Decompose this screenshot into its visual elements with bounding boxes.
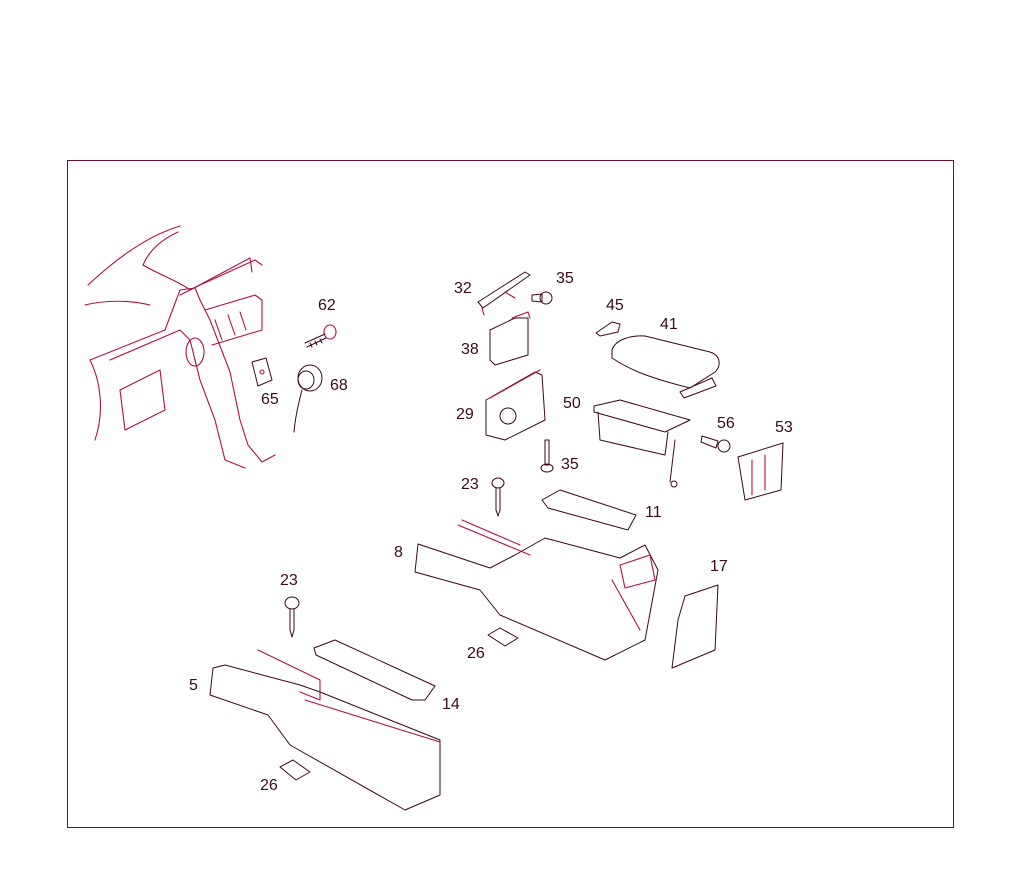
part-14-mat: [313, 639, 436, 701]
part-29-ashtray-unit: [485, 369, 546, 441]
part-68-socket: [293, 364, 323, 433]
callout-8[interactable]: 8: [394, 544, 403, 561]
callout-23-lower[interactable]: 23: [280, 572, 298, 589]
callout-38[interactable]: 38: [461, 341, 479, 358]
part-32-bracket: [477, 271, 531, 316]
callout-17[interactable]: 17: [710, 558, 728, 575]
callout-50[interactable]: 50: [563, 395, 581, 412]
part-17-side-panel: [671, 584, 719, 669]
part-5-console: [209, 649, 441, 811]
callout-26-upper[interactable]: 26: [467, 645, 485, 662]
part-53-cover-panel: [737, 442, 784, 501]
callout-14[interactable]: 14: [442, 696, 460, 713]
callout-35-top[interactable]: 35: [556, 270, 574, 287]
callout-65[interactable]: 65: [261, 391, 279, 408]
callout-26-lower[interactable]: 26: [260, 777, 278, 794]
callout-45[interactable]: 45: [606, 297, 624, 314]
callout-53[interactable]: 53: [775, 419, 793, 436]
part-35-screw-lower: [540, 439, 554, 473]
callout-29[interactable]: 29: [456, 406, 474, 423]
part-50-storage-tray: [593, 399, 691, 488]
part-41-armrest-lid: [611, 335, 720, 399]
diagram-frame: [67, 160, 954, 828]
part-26-clip-nut-upper: [487, 627, 519, 647]
callout-11[interactable]: 11: [645, 504, 662, 521]
part-26-clip-nut-lower: [279, 759, 311, 781]
part-11-mat: [541, 489, 637, 531]
part-23-screw-lower: [284, 596, 300, 638]
callout-62[interactable]: 62: [318, 297, 336, 314]
callout-68[interactable]: 68: [330, 377, 348, 394]
part-23-screw-upper: [491, 477, 505, 517]
callout-32[interactable]: 32: [454, 280, 472, 297]
part-8-center-console: [414, 519, 659, 661]
part-45-latch: [595, 321, 621, 337]
callout-5[interactable]: 5: [189, 677, 198, 694]
callout-41[interactable]: 41: [660, 316, 678, 333]
callout-56[interactable]: 56: [717, 415, 735, 432]
part-35-screw-top: [531, 291, 553, 305]
callout-23-upper[interactable]: 23: [461, 476, 479, 493]
part-56-screw: [700, 435, 731, 453]
callout-35-lower[interactable]: 35: [561, 456, 579, 473]
part-62-screw: [304, 324, 337, 348]
part-65-clip: [251, 357, 273, 387]
dashboard-structure: [84, 225, 276, 469]
part-38-insert: [489, 311, 531, 366]
